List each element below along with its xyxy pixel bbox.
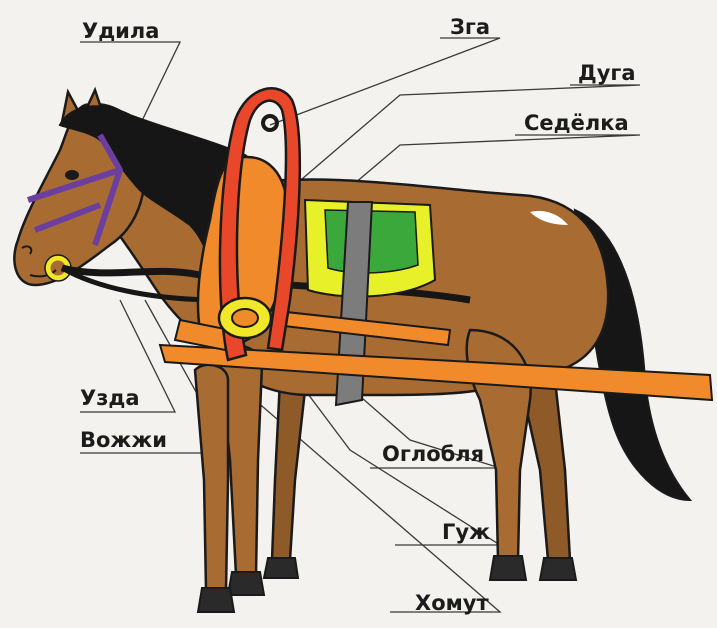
label-oglobla: Оглобля [382, 444, 484, 465]
label-vozhzhi: Вожжи [80, 430, 167, 451]
near-front-hoof [228, 572, 264, 595]
horse-eye [65, 170, 79, 180]
near-hind-hoof [490, 556, 526, 580]
label-sedelka: Седёлка [524, 113, 629, 134]
label-homut: Хомут [415, 593, 489, 614]
label-udila: Удила [82, 21, 159, 42]
label-guzh: Гуж [442, 522, 490, 543]
label-duga: Дуга [578, 63, 636, 84]
leader-zga [270, 38, 500, 125]
label-zga: Зга [450, 17, 490, 38]
far-hooves [264, 558, 576, 580]
second-front-hoof [198, 588, 234, 612]
guzh-ring-inner [232, 309, 258, 327]
second-front-leg [195, 365, 228, 590]
label-uzda: Узда [80, 388, 140, 409]
